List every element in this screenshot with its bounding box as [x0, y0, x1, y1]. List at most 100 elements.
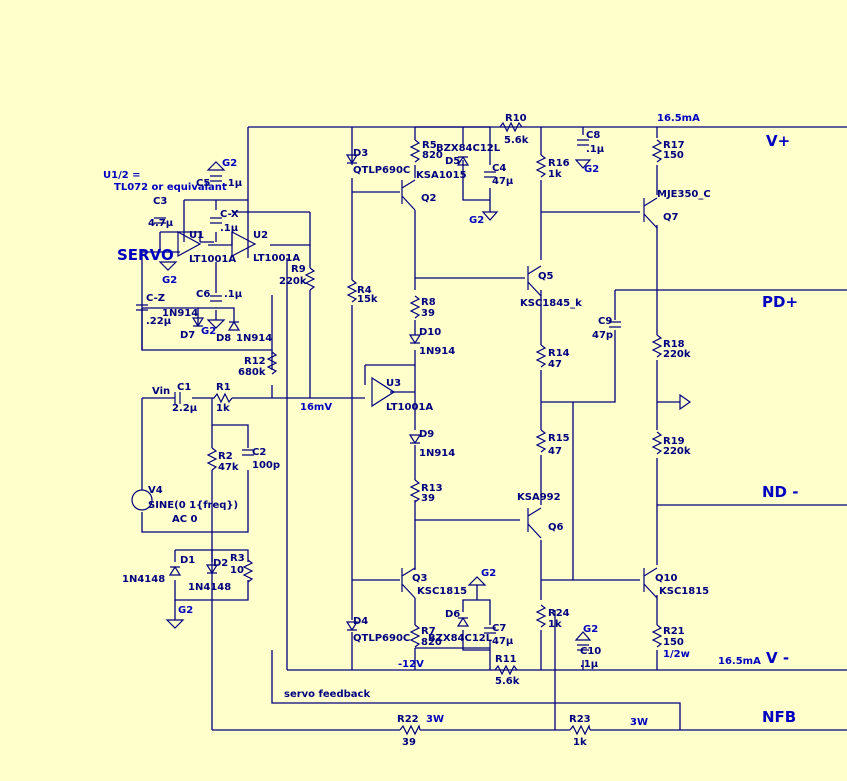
c1-value: 2.2µ: [172, 403, 198, 414]
g2-c7: G2: [481, 568, 496, 579]
g2-c7-icon: [467, 576, 487, 586]
v4-ac: AC 0: [172, 514, 198, 525]
vin-label: Vin: [152, 386, 170, 397]
r4-symbol: [346, 279, 358, 303]
q2-symbol: [401, 179, 416, 211]
half-w-label: 1/2w: [663, 649, 690, 660]
d2-ref: D2: [213, 558, 228, 569]
d8-ref: D8: [216, 333, 231, 344]
u2-value: LT1001A: [253, 253, 300, 264]
u2-ref: U2: [253, 230, 268, 241]
g2-c6-icon: [206, 319, 226, 329]
c1-symbol: [174, 392, 181, 404]
c4-value: 47µ: [492, 176, 514, 187]
part-labels: C5 .1µ C3 4.7µ C-X .1µ U1 LT1001A U2 LT1…: [122, 113, 711, 748]
q6-ref: Q6: [548, 522, 564, 533]
c5-value: .1µ: [224, 178, 243, 189]
r2-symbol: [206, 447, 218, 471]
ma-top-label: 16.5mA: [657, 113, 700, 124]
q10-symbol: [643, 567, 658, 599]
r19-ref: R19: [663, 436, 685, 447]
c2-value: 100p: [252, 460, 280, 471]
d4-ref: D4: [353, 616, 368, 627]
r1-symbol: [212, 392, 233, 404]
r18-symbol: [651, 334, 663, 358]
r7-value: 820: [421, 637, 442, 648]
cz-symbol: [136, 304, 148, 311]
c10-value: .1µ: [580, 659, 599, 670]
servo-label: SERVO: [117, 246, 174, 264]
vminus-label: V -: [766, 649, 789, 667]
r17-value: 150: [663, 150, 684, 161]
c3-value: 4.7µ: [148, 218, 174, 229]
d5-symbol: [456, 155, 470, 166]
r21-symbol: [651, 624, 663, 648]
c4-ref: C4: [492, 163, 506, 174]
c6-symbol: [210, 295, 222, 302]
d2-value: 1N4148: [188, 582, 231, 593]
w3a-label: 3W: [426, 714, 444, 725]
servo-feedback-label: servo feedback: [284, 689, 370, 700]
r24-ref: R24: [548, 608, 570, 619]
pdplus-label: PD+: [762, 293, 798, 311]
r24-symbol: [535, 604, 547, 628]
c9-value: 47p: [592, 330, 613, 341]
g2-c10-icon: [574, 631, 592, 641]
cz-ref: C-Z: [146, 293, 165, 304]
c4-symbol: [484, 171, 496, 178]
r10-symbol: [499, 121, 523, 133]
g2-left-icon: [158, 261, 178, 271]
d7-ref: D7: [180, 330, 195, 341]
u1-value: LT1001A: [189, 254, 236, 265]
r24-value: 1k: [548, 619, 562, 630]
c3-ref: C3: [153, 196, 167, 207]
d4-symbol: [345, 621, 359, 632]
r22-value: 39: [402, 737, 416, 748]
g2-c4-icon: [481, 211, 499, 221]
r2-value: 47k: [218, 462, 239, 473]
nd-label: ND -: [762, 483, 798, 501]
r1-value: 1k: [216, 403, 230, 414]
r17-ref: R17: [663, 140, 685, 151]
r9-ref: R9: [291, 264, 306, 275]
r21-ref: R21: [663, 626, 685, 637]
c2-ref: C2: [252, 447, 266, 458]
g2-c6: G2: [201, 326, 216, 337]
r23-symbol: [569, 724, 591, 736]
r7-ref: R7: [421, 626, 436, 637]
u3-ref: U3: [386, 378, 401, 389]
d3-ref: D3: [353, 148, 368, 159]
r13-ref: R13: [421, 483, 443, 494]
mv16-label: 16mV: [300, 402, 332, 413]
r13-symbol: [409, 479, 421, 503]
q7-value: MJE350_C: [657, 189, 711, 200]
v4-symbol: [131, 489, 153, 511]
g2-c10: G2: [583, 624, 598, 635]
q10-value: KSC1815: [659, 586, 709, 597]
c8-ref: C8: [586, 130, 600, 141]
g2-top: G2: [222, 158, 237, 169]
r15-ref: R15: [548, 433, 570, 444]
c3-symbol: [154, 217, 166, 224]
r3-symbol: [242, 559, 254, 583]
r21-value: 150: [663, 637, 684, 648]
d10-ref: D10: [419, 327, 441, 338]
r19-value: 220k: [663, 446, 691, 457]
r3-ref: R3: [230, 553, 245, 564]
r10-ref: R10: [505, 113, 527, 124]
c9-symbol: [609, 321, 621, 328]
cx-value: .1µ: [220, 223, 239, 234]
components: [131, 121, 692, 736]
r11-ref: R11: [495, 654, 517, 665]
g2-d1: G2: [178, 605, 193, 616]
d1-symbol: [168, 565, 182, 576]
r4-ref: R4: [357, 285, 372, 296]
r19-symbol: [651, 431, 663, 455]
g2-left: G2: [162, 275, 177, 286]
q6-value: KSA992: [517, 492, 561, 503]
d10-value: 1N914: [419, 346, 455, 357]
r14-value: 47: [548, 359, 562, 370]
c7-symbol: [484, 627, 496, 634]
r12-symbol: [266, 351, 278, 375]
